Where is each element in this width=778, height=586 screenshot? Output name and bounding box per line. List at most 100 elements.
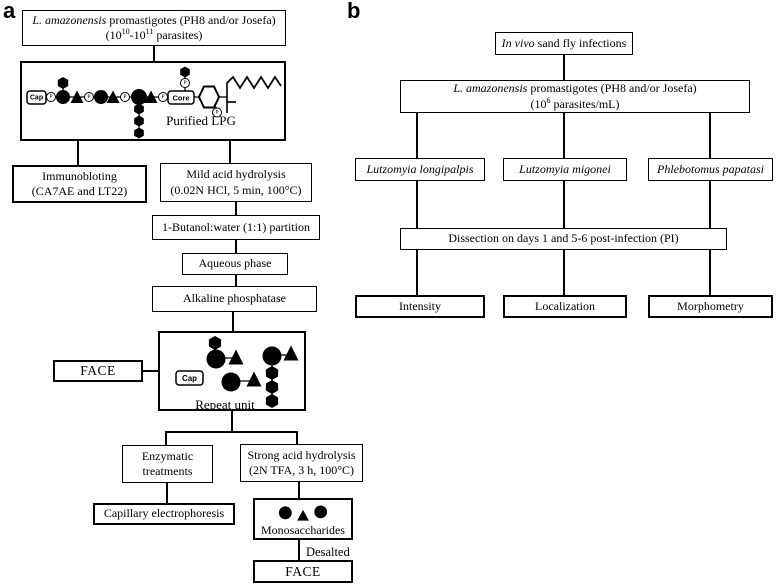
- connector-line: [165, 431, 167, 445]
- hexagon-glyph: [134, 103, 144, 115]
- panel-a-label: a: [3, 0, 16, 23]
- mild-acid-line2: (0.02N HCl, 5 min, 100°C): [170, 182, 302, 197]
- hexagon-glyph: [265, 394, 279, 408]
- monosaccharides-box: Monosaccharides: [253, 498, 353, 540]
- invivo-infections-box: In vivo sand fly infections: [495, 32, 633, 55]
- connector-line: [77, 141, 79, 165]
- connector-line: [709, 113, 711, 158]
- mild-acid-hydrolysis-box: Mild acid hydrolysis (0.02N HCl, 5 min, …: [160, 163, 312, 202]
- lpg-sugar-glyphs: [56, 66, 190, 139]
- qty-close: parasites): [153, 28, 203, 42]
- alkaline-label: Alkaline phosphatase: [183, 291, 286, 306]
- outcome-box-intensity: Intensity: [355, 295, 485, 318]
- butanol-label: 1-Butanol:water (1:1) partition: [162, 219, 310, 234]
- phosphate-label: P: [183, 80, 186, 86]
- cap-label: Cap: [182, 374, 197, 383]
- immunoblotting-line1: Immunobloting: [42, 168, 117, 183]
- butanol-partition-box: 1-Butanol:water (1:1) partition: [152, 215, 320, 240]
- lipid-anchor: [226, 75, 282, 113]
- aqueous-phase-box: Aqueous phase: [182, 253, 288, 275]
- connector-line: [231, 411, 233, 432]
- invivo-rest: sand fly infections: [534, 35, 627, 50]
- circle-glyph: [262, 346, 282, 366]
- enzymatic-line1: Enzymatic: [141, 448, 194, 463]
- triangle-glyph: [297, 509, 309, 521]
- phosphate-icon: [84, 92, 94, 102]
- mild-acid-line1: Mild acid hydrolysis: [186, 167, 286, 182]
- enzymatic-treatments-box: Enzymatic treatments: [122, 445, 213, 483]
- vector-box-migonei: Lutzomyia migonei: [503, 158, 627, 181]
- monosaccharides-label: Monosaccharides: [261, 522, 345, 537]
- circle-glyph: [94, 90, 108, 104]
- immunoblotting-box: Immunobloting (CA7AE and LT22): [12, 165, 147, 203]
- phosphate-label: P: [49, 94, 52, 100]
- phosphate-label: P: [215, 110, 218, 116]
- strong-acid-line1: Strong acid hydrolysis: [247, 447, 356, 462]
- connector-line: [166, 483, 168, 503]
- phosphate-label: P: [161, 94, 164, 100]
- connector-line: [232, 312, 234, 331]
- desalted-label: Desalted: [306, 545, 350, 559]
- connector-line: [709, 181, 711, 228]
- phosphate-label: P: [87, 94, 90, 100]
- phosphate-label: P: [123, 94, 126, 100]
- connector-line: [416, 250, 418, 295]
- vector-box-longipalpis: Lutzomyia longipalpis: [355, 158, 485, 181]
- triangle-glyph: [144, 90, 158, 103]
- connector-line: [709, 250, 711, 295]
- outcome-label: Localization: [535, 298, 595, 313]
- connector-line: [563, 113, 565, 158]
- enzymatic-line2: treatments: [142, 464, 193, 478]
- hexagon-glyph: [180, 66, 190, 78]
- phosphate-icons: P P P P P P: [46, 78, 222, 118]
- promastigotes-line1-rest: promastigotes (PH8 and/or Josefa): [527, 81, 697, 96]
- qty-sup2: 11: [145, 27, 154, 36]
- aqueous-label: Aqueous phase: [198, 256, 272, 271]
- phosphate-icon: [180, 78, 190, 88]
- cap-tag: [26, 90, 47, 105]
- connector-line: [416, 181, 418, 228]
- species-name-italic: L. amazonensis: [32, 12, 107, 27]
- repeat-unit-box: Cap Repeat unit: [158, 331, 306, 411]
- qty-open: (10: [530, 96, 547, 111]
- qty-dash: -10: [129, 28, 146, 42]
- vector-name: Lutzomyia migonei: [519, 161, 611, 176]
- hexagon-glyph: [57, 77, 69, 89]
- monosaccharide-glyphs: [278, 505, 328, 521]
- circle-glyph: [131, 89, 147, 105]
- triangle-glyph: [228, 349, 244, 365]
- circle-glyph: [56, 90, 70, 104]
- strong-acid-hydrolysis-box: Strong acid hydrolysis (2N TFA, 3 h, 100…: [240, 444, 363, 482]
- qty-open: (10: [105, 28, 122, 42]
- connector-line: [143, 370, 158, 372]
- connector-line: [235, 275, 237, 286]
- connector-line: [235, 240, 237, 253]
- parasites-line1-rest: promastigotes (PH8 and/or Josefa): [106, 12, 276, 27]
- connector-line: [563, 250, 565, 295]
- promastigotes-line1: L. amazonensis promastigotes (PH8 and/or…: [453, 81, 696, 96]
- vector-box-papatasi: Phlebotomus papatasi: [648, 158, 773, 181]
- immunoblotting-line2: (CA7AE and LT22): [31, 184, 128, 198]
- capillary-electrophoresis-box: Capillary electrophoresis: [93, 503, 235, 525]
- connector-line: [296, 431, 298, 444]
- hexagon-glyph: [208, 336, 222, 350]
- circle-glyph: [221, 372, 241, 392]
- repeat-sugar-glyphs: [206, 336, 299, 408]
- parasites-source-box: L. amazonensis promastigotes (PH8 and/or…: [22, 10, 286, 46]
- qty-sup: 6: [546, 95, 551, 105]
- qty-sup1: 10: [121, 27, 130, 36]
- hexagon-glyph: [265, 366, 279, 380]
- phosphate-icon: [120, 92, 130, 102]
- lpg-structure-box: P P P P P P Cap Core Purified LPG: [20, 61, 286, 141]
- face-left-label: FACE: [80, 363, 116, 379]
- inositol-hexagon-icon: [197, 85, 221, 109]
- face-left-box: FACE: [53, 360, 143, 382]
- repeat-caption: Repeat unit: [195, 397, 255, 411]
- parasites-line2: (1010-1011 parasites): [106, 28, 203, 43]
- connector-line: [563, 181, 565, 228]
- core-tag: [167, 90, 195, 105]
- hexagon-glyph: [134, 115, 144, 127]
- outcome-box-morphometry: Morphometry: [648, 295, 773, 318]
- triangle-glyph: [283, 345, 299, 361]
